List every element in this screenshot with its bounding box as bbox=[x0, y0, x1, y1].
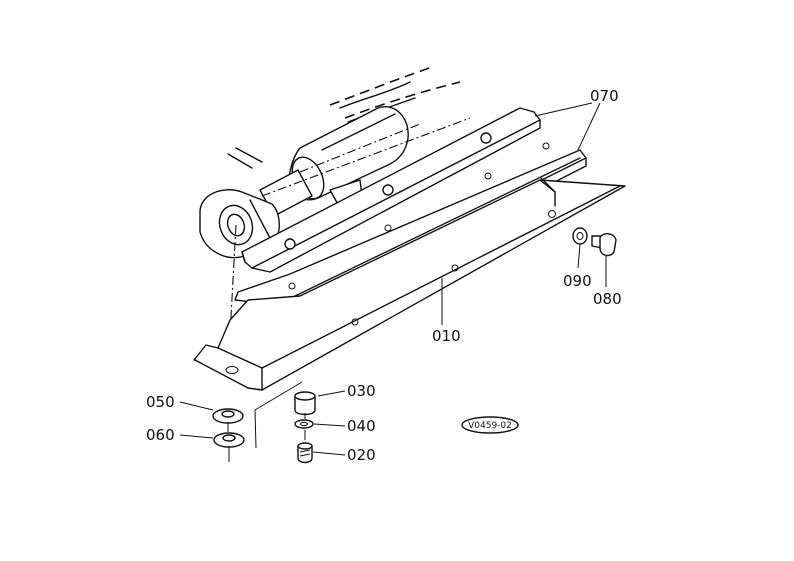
label-090: 090 bbox=[563, 272, 592, 290]
label-070: 070 bbox=[590, 87, 619, 105]
label-020: 020 bbox=[347, 446, 376, 464]
leader-lines bbox=[179, 102, 607, 456]
label-080: 080 bbox=[593, 290, 622, 308]
washer-090 bbox=[572, 227, 588, 245]
upper-guide-rail bbox=[241, 107, 541, 273]
hydraulic-cylinder bbox=[199, 106, 409, 259]
label-010: 010 bbox=[432, 327, 461, 345]
label-040: 040 bbox=[347, 417, 376, 435]
label-050: 050 bbox=[146, 393, 175, 411]
bolt-020 bbox=[297, 413, 313, 464]
reference-code: V0459-02 bbox=[468, 421, 512, 431]
label-030: 030 bbox=[347, 382, 376, 400]
reference-code-badge: V0459-02 bbox=[461, 416, 519, 434]
bolt-080 bbox=[591, 233, 617, 257]
washer-stack-bracket bbox=[227, 381, 303, 462]
guide-plate bbox=[193, 177, 626, 391]
washer-060 bbox=[213, 432, 245, 448]
label-060: 060 bbox=[146, 426, 175, 444]
washer-040 bbox=[294, 419, 314, 429]
washer-050 bbox=[212, 408, 244, 424]
collar-030 bbox=[294, 391, 316, 416]
